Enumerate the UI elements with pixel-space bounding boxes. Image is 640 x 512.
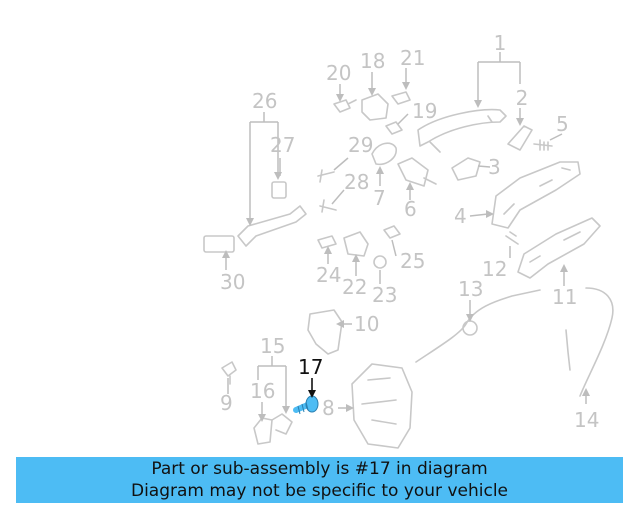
part-23-grommet — [373, 255, 387, 269]
callout-8: 8 — [322, 396, 335, 420]
part-30-bumper — [203, 235, 235, 253]
callout-26: 26 — [252, 89, 277, 113]
callout-5: 5 — [556, 112, 569, 136]
callout-4: 4 — [454, 204, 467, 228]
part-4-handle-frame — [491, 161, 581, 229]
callout-10: 10 — [354, 312, 379, 336]
leader-lines — [222, 52, 590, 422]
callout-14: 14 — [574, 408, 599, 432]
caption-banner: Part or sub-assembly is #17 in diagram D… — [16, 457, 623, 503]
callout-2: 2 — [516, 86, 529, 110]
callout-29: 29 — [348, 133, 373, 157]
callout-30: 30 — [220, 270, 245, 294]
part-19-clip — [385, 121, 403, 135]
part-25-bolt — [383, 225, 401, 239]
caption-line-1: Part or sub-assembly is #17 in diagram — [151, 459, 488, 479]
part-11-inner-handle — [517, 217, 601, 279]
callout-24: 24 — [316, 263, 341, 287]
part-10-bracket — [307, 309, 343, 355]
part-17-screw-highlighted — [293, 395, 319, 415]
callout-28: 28 — [344, 170, 369, 194]
callout-17-highlighted: 17 — [298, 355, 323, 379]
part-13-cable-clip — [462, 320, 478, 336]
part-14-rod — [565, 287, 614, 397]
callout-18: 18 — [360, 49, 385, 73]
part-16-striker-plate — [253, 417, 273, 445]
part-shapes — [203, 91, 614, 449]
callout-21: 21 — [400, 46, 425, 70]
callout-20: 20 — [326, 61, 351, 85]
callout-6: 6 — [404, 197, 417, 221]
part-20-bolt — [333, 99, 357, 113]
callout-27: 27 — [270, 133, 295, 157]
callout-labels: 1 2 3 4 5 6 7 8 9 10 11 12 13 14 15 16 1… — [220, 31, 599, 432]
part-21-bolt — [391, 91, 411, 105]
callout-11: 11 — [552, 285, 577, 309]
part-1-outer-handle — [417, 108, 507, 153]
part-29-screw — [317, 169, 335, 183]
part-7-gasket — [371, 142, 397, 166]
part-27-clip — [271, 181, 287, 199]
part-3-escutcheon — [451, 157, 481, 181]
callout-7: 7 — [373, 186, 386, 210]
part-22-bracket — [343, 231, 369, 257]
part-18-bracket — [361, 93, 389, 121]
part-6-lock-cylinder — [397, 157, 437, 187]
callout-22: 22 — [342, 275, 367, 299]
callout-12: 12 — [482, 257, 507, 281]
part-24-bolt — [317, 235, 337, 249]
part-13-cable — [415, 289, 541, 363]
callout-19: 19 — [412, 99, 437, 123]
part-12-screw — [505, 231, 519, 245]
callout-9: 9 — [220, 391, 233, 415]
callout-3: 3 — [488, 155, 501, 179]
part-28-screw — [319, 199, 337, 213]
callout-23: 23 — [372, 283, 397, 307]
callout-15: 15 — [260, 334, 285, 358]
caption-line-2: Diagram may not be specific to your vehi… — [130, 481, 508, 501]
part-5-screw — [533, 139, 553, 151]
callout-1: 1 — [494, 31, 507, 55]
part-2-handle-cap — [507, 125, 533, 151]
part-8-door-latch — [351, 363, 413, 449]
callout-13: 13 — [458, 277, 483, 301]
part-9-bolt — [221, 361, 237, 385]
part-15-striker — [271, 413, 293, 435]
callout-16: 16 — [250, 379, 275, 403]
part-26-check-link — [237, 205, 307, 247]
callout-25: 25 — [400, 249, 425, 273]
